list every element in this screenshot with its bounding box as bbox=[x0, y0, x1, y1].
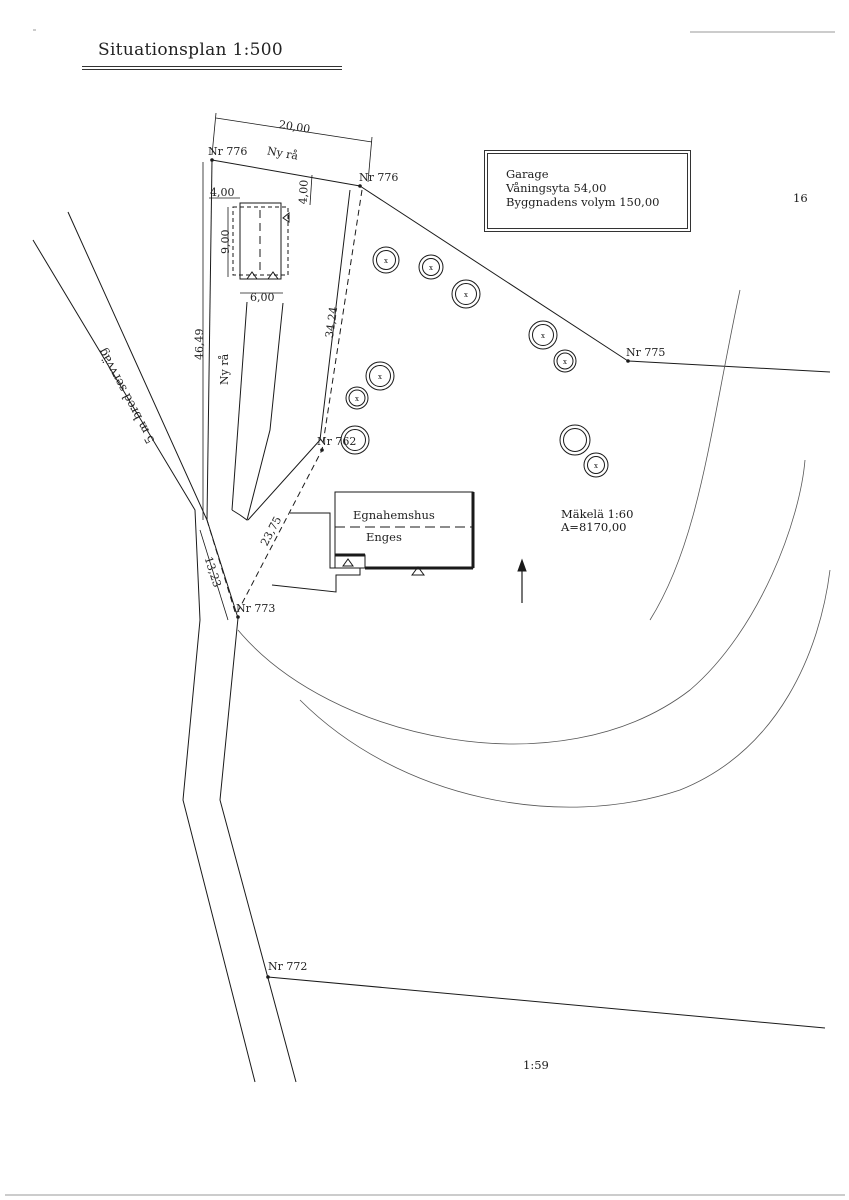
svg-text:x: x bbox=[563, 358, 567, 366]
dim-left-long: 46,49 bbox=[193, 328, 206, 361]
page-title: Situationsplan 1:500 bbox=[98, 40, 283, 60]
scan-marks bbox=[5, 29, 845, 1196]
marker-773: Nr 773 bbox=[236, 602, 276, 615]
page-number: 16 bbox=[793, 191, 808, 205]
svg-text:x: x bbox=[378, 373, 382, 381]
house-label-name: Enges bbox=[366, 530, 402, 544]
svg-text:x: x bbox=[429, 264, 433, 272]
trees bbox=[340, 246, 609, 478]
marker-776-left: Nr 776 bbox=[208, 145, 248, 158]
dim-garage-base: 6,00 bbox=[250, 291, 275, 304]
parcel-name: Mäkelä 1:60 bbox=[561, 507, 634, 521]
garage-footprint bbox=[232, 202, 290, 280]
title-underline-double bbox=[82, 69, 342, 70]
marker-776-right: Nr 776 bbox=[359, 171, 399, 184]
info-line-garage: Garage bbox=[506, 167, 549, 181]
svg-text:x: x bbox=[355, 395, 359, 403]
house-building bbox=[271, 491, 475, 593]
survey-points bbox=[210, 158, 630, 979]
parcel-area: A=8170,00 bbox=[561, 520, 627, 534]
tree-markers: x x x x x x x x bbox=[355, 257, 598, 470]
driveway-strip bbox=[231, 189, 351, 521]
marker-775: Nr 775 bbox=[626, 346, 666, 359]
north-arrow bbox=[517, 558, 527, 603]
parcel-label: Mäkelä 1:60 A=8170,00 bbox=[561, 508, 633, 534]
title-underline bbox=[82, 66, 342, 67]
neighbour-parcel-label: 1:59 bbox=[523, 1058, 549, 1072]
dim-garage-height: 9,00 bbox=[219, 229, 232, 255]
road-outline bbox=[32, 211, 297, 1083]
marker-762: Nr 762 bbox=[317, 435, 357, 448]
dimension-lines bbox=[199, 112, 373, 621]
svg-text:x: x bbox=[594, 462, 598, 470]
dim-garage-width: 4,00 bbox=[210, 186, 235, 199]
dim-garage-gap: 4,00 bbox=[296, 179, 311, 205]
house-label-type: Egnahemshus bbox=[353, 508, 435, 522]
info-line-volume: Byggnadens volym 150,00 bbox=[506, 195, 660, 209]
property-boundaries bbox=[206, 159, 831, 1029]
marker-772: Nr 772 bbox=[268, 960, 308, 973]
info-line-floor-area: Våningsyta 54,00 bbox=[506, 181, 607, 195]
boundary-label-vertical: Ny rå bbox=[218, 353, 231, 385]
contour-lines bbox=[237, 289, 831, 808]
svg-text:x: x bbox=[464, 291, 468, 299]
svg-text:x: x bbox=[384, 257, 388, 265]
garage-info-box: Garage Våningsyta 54,00 Byggnadens volym… bbox=[484, 150, 691, 232]
svg-text:x: x bbox=[541, 332, 545, 340]
